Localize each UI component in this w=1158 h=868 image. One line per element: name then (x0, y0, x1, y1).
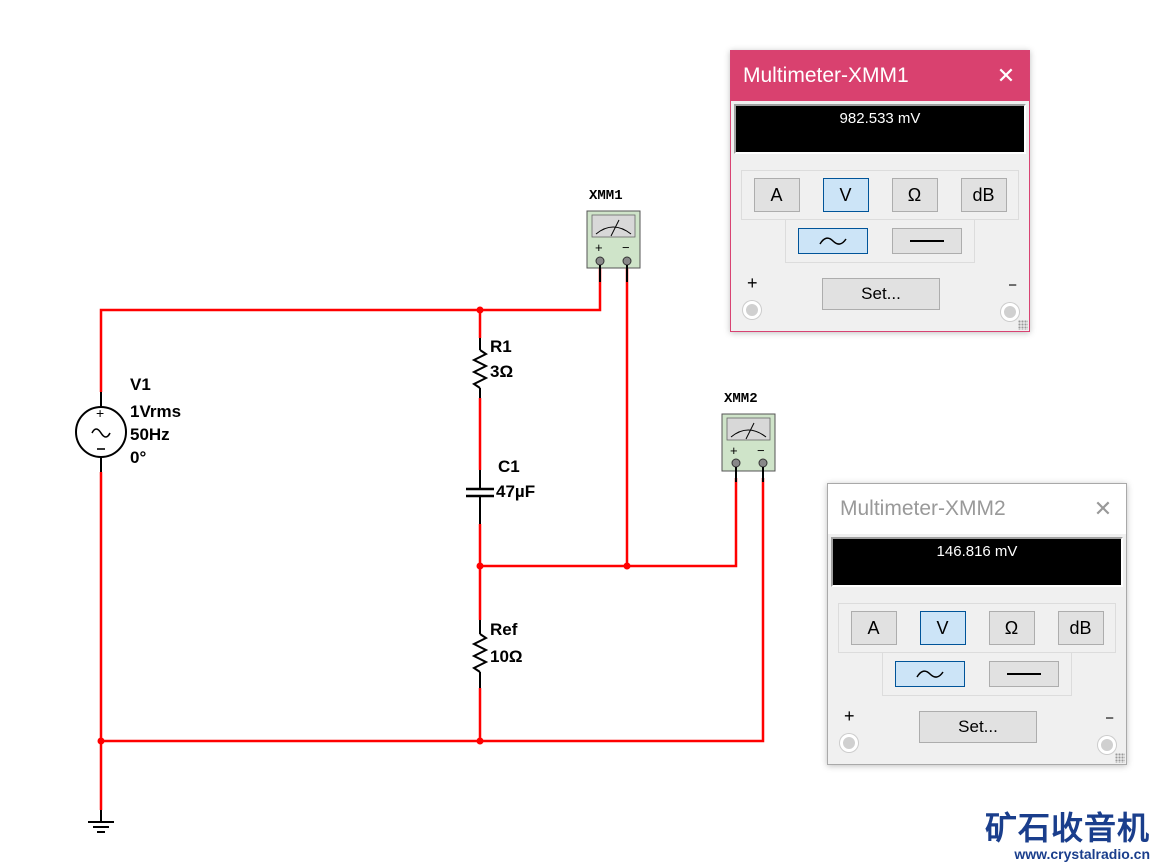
v1-frequency: 50Hz (130, 425, 170, 444)
ac-mode-button[interactable] (895, 661, 965, 687)
xmm1-plus-terminal[interactable] (595, 256, 605, 266)
meter-icon (591, 214, 636, 238)
junctions (97, 306, 631, 745)
ac-wave-icon (819, 237, 847, 245)
junction-dot (97, 737, 105, 745)
close-icon[interactable]: ✕ (996, 63, 1016, 88)
window-titlebar[interactable]: Multimeter-XMM2 ✕ (828, 484, 1126, 534)
v1-phase: 0° (130, 448, 146, 467)
dc-mode-button[interactable] (892, 228, 962, 254)
minus-terminal[interactable] (1001, 303, 1019, 321)
r1-name: R1 (490, 337, 512, 356)
wire-top[interactable] (99, 268, 602, 392)
junction-dot (623, 562, 631, 570)
resistor-icon (471, 633, 489, 673)
window-titlebar[interactable]: Multimeter-XMM1 ✕ (731, 51, 1029, 101)
junction-dot (476, 306, 484, 314)
minus-label: − (1105, 710, 1114, 727)
ref-resistor[interactable]: Ref 10Ω (471, 620, 523, 688)
reading-display: 146.816 mV (831, 537, 1123, 587)
volt-button[interactable]: V (919, 611, 966, 645)
multimeter-xmm2-window[interactable]: Multimeter-XMM2 ✕ 146.816 mV A V Ω dB + … (827, 483, 1127, 765)
xmm1-label: XMM1 (589, 188, 623, 204)
svg-text:+: + (730, 443, 738, 458)
xmm2-multimeter[interactable]: XMM2 + − (721, 391, 776, 482)
r1-resistor[interactable]: R1 3Ω (471, 337, 513, 398)
watermark-url: www.crystalradio.cn (1014, 846, 1150, 862)
c1-value: 47µF (496, 482, 535, 501)
xmm1-minus-terminal[interactable] (622, 256, 632, 266)
wire-mid[interactable] (480, 478, 738, 568)
ac-wave-icon (916, 670, 944, 678)
c1-capacitor[interactable]: C1 47µF (466, 457, 535, 524)
junction-dot (476, 562, 484, 570)
dc-line-icon (1007, 673, 1041, 675)
resize-grip-icon[interactable] (1018, 320, 1028, 330)
close-icon[interactable]: ✕ (1093, 496, 1113, 521)
function-buttons: A V Ω dB (741, 170, 1019, 220)
resize-grip-icon[interactable] (1115, 753, 1125, 763)
multimeter-xmm1-window[interactable]: Multimeter-XMM1 ✕ 982.533 mV A V Ω dB + … (730, 50, 1030, 332)
dc-mode-button[interactable] (989, 661, 1059, 687)
plus-label: + (747, 273, 758, 293)
r1-value: 3Ω (490, 362, 513, 381)
db-button[interactable]: dB (1057, 611, 1104, 645)
wires (99, 268, 765, 810)
meter-icon (726, 417, 771, 441)
plus-label: + (844, 706, 855, 726)
v1-name: V1 (130, 375, 151, 394)
function-buttons: A V Ω dB (838, 603, 1116, 653)
svg-text:−: − (757, 443, 765, 458)
v1-ac-source[interactable]: + V1 1Vrms 50Hz 0° (75, 375, 181, 472)
c1-name: C1 (498, 457, 520, 476)
ac-mode-button[interactable] (798, 228, 868, 254)
ground-icon[interactable] (88, 810, 114, 833)
minus-label: − (1008, 277, 1017, 294)
junction-dot (476, 737, 484, 745)
mode-buttons (785, 220, 975, 263)
v1-voltage: 1Vrms (130, 402, 181, 421)
wire-bottom[interactable] (99, 472, 765, 743)
volt-button[interactable]: V (822, 178, 869, 212)
window-title: Multimeter-XMM1 (743, 64, 909, 87)
plus-terminal[interactable] (743, 301, 761, 319)
xmm2-label: XMM2 (724, 391, 758, 407)
set-button[interactable]: Set... (919, 711, 1037, 743)
xmm2-minus-terminal[interactable] (758, 458, 768, 468)
watermark-chinese: 矿石收音机 (984, 810, 1150, 846)
ref-value: 10Ω (490, 647, 523, 666)
ohm-button[interactable]: Ω (988, 611, 1035, 645)
window-title: Multimeter-XMM2 (840, 497, 1006, 520)
svg-text:+: + (96, 405, 104, 421)
minus-terminal[interactable] (1098, 736, 1116, 754)
xmm1-multimeter[interactable]: XMM1 + − (586, 188, 641, 282)
mode-buttons (882, 653, 1072, 696)
plus-terminal[interactable] (840, 734, 858, 752)
dc-line-icon (910, 240, 944, 242)
svg-text:−: − (622, 240, 630, 255)
watermark-logo: 矿石收音机 www.crystalradio.cn (985, 810, 1150, 862)
xmm2-plus-terminal[interactable] (731, 458, 741, 468)
ohm-button[interactable]: Ω (891, 178, 938, 212)
ampere-button[interactable]: A (850, 611, 897, 645)
set-button[interactable]: Set... (822, 278, 940, 310)
ref-name: Ref (490, 620, 518, 639)
ampere-button[interactable]: A (753, 178, 800, 212)
db-button[interactable]: dB (960, 178, 1007, 212)
resistor-icon (471, 349, 489, 389)
reading-display: 982.533 mV (734, 104, 1026, 154)
svg-text:+: + (595, 240, 603, 255)
